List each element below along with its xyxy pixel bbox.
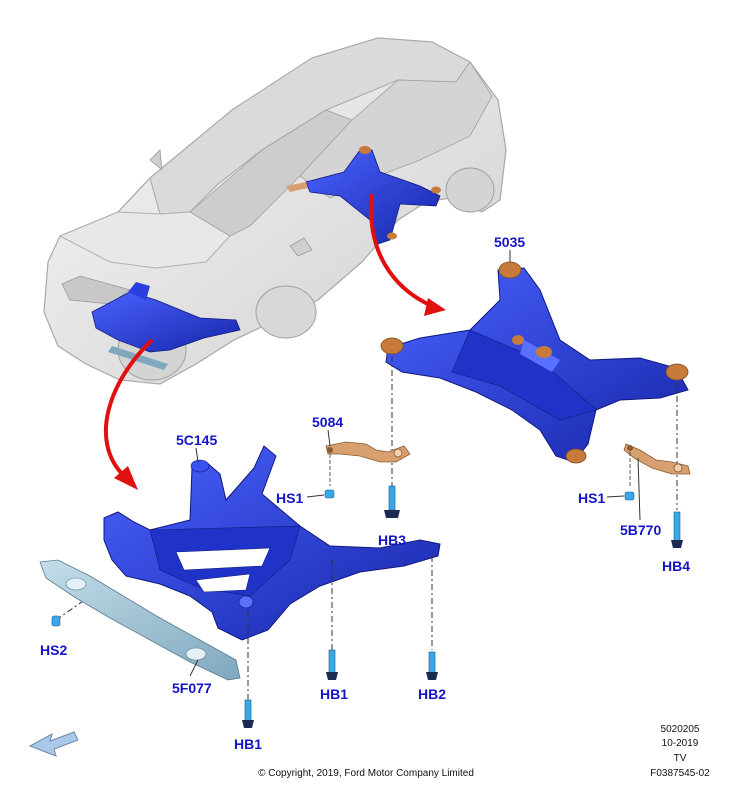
front-subframe-5C145 xyxy=(103,445,441,641)
doc-number: 5020205 xyxy=(660,724,700,735)
label-hs2: HS2 xyxy=(40,642,68,658)
label-hs1-left: HS1 xyxy=(276,490,304,506)
label-hb3: HB3 xyxy=(378,532,407,548)
label-hb4: HB4 xyxy=(662,558,691,574)
label-5C145: 5C145 xyxy=(176,432,218,448)
figure-id: F0387545-02 xyxy=(650,768,710,779)
label-hb1-mid: HB1 xyxy=(320,686,349,702)
bracket-5084 xyxy=(325,441,411,463)
bolt-hb1-mid xyxy=(326,649,338,680)
front-direction-arrow-icon xyxy=(28,731,79,757)
label-hb1-bottom: HB1 xyxy=(234,736,263,752)
copyright-notice: © Copyright, 2019, Ford Motor Company Li… xyxy=(258,768,474,779)
label-5084: 5084 xyxy=(312,414,344,430)
rear-subframe-5035 xyxy=(380,261,689,464)
vehicle-front-subframe xyxy=(91,282,241,370)
front-leader-lines xyxy=(55,556,433,700)
bolt-hb2 xyxy=(426,651,438,680)
bolt-hs2 xyxy=(51,615,61,627)
bolt-hs1-right xyxy=(624,452,635,501)
doc-code: TV xyxy=(673,753,687,764)
label-5F077: 5F077 xyxy=(172,680,212,696)
bolt-hb4 xyxy=(671,511,683,548)
rear-subframe-arrow xyxy=(369,193,446,316)
shield-5F077 xyxy=(39,559,241,681)
leader-5b770 xyxy=(637,457,641,521)
front-subframe-arrow xyxy=(103,338,154,490)
bolt-hb1-bottom xyxy=(242,699,254,728)
label-5B770: 5B770 xyxy=(620,522,662,538)
bolt-hb3 xyxy=(384,485,400,518)
label-5035: 5035 xyxy=(494,234,526,250)
label-hb2: HB2 xyxy=(418,686,447,702)
rear-leader-lines xyxy=(391,356,678,510)
label-leaders xyxy=(195,250,625,498)
label-hs1-right: HS1 xyxy=(578,490,606,506)
bracket-5B770 xyxy=(623,443,691,475)
doc-date: 10-2019 xyxy=(661,738,699,749)
bolt-hs1-left xyxy=(324,454,335,499)
